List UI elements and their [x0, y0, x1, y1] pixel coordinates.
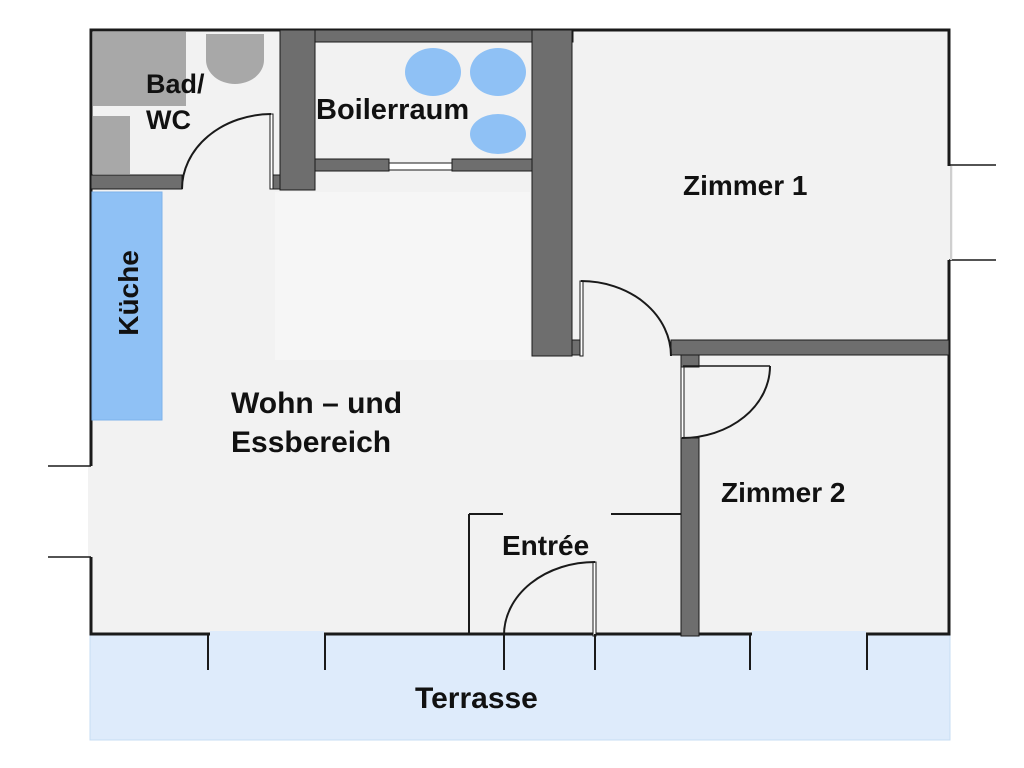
- toilet: [206, 34, 264, 84]
- zimmer2-door-leaf[interactable]: [680, 366, 685, 439]
- label-entree: Entrée: [502, 530, 589, 561]
- label-zimmer-2: Zimmer 2: [721, 477, 846, 508]
- terrace-area: [89, 633, 951, 741]
- wall-zimmer2-left: [680, 437, 700, 637]
- living-room-light-area: [275, 192, 530, 360]
- wall-boiler-bottom-right: [451, 158, 533, 172]
- zimmer1-door-leaf[interactable]: [579, 280, 584, 357]
- boiler-tank-1: [405, 48, 461, 96]
- bathtub: [93, 32, 186, 106]
- wall-bath-bottom: [90, 174, 183, 190]
- label-boilerraum: Boilerraum: [316, 94, 469, 126]
- zimmer1-door-swing: [580, 280, 672, 357]
- bath-door-leaf[interactable]: [269, 113, 274, 190]
- kitchen-counter: [91, 191, 163, 421]
- label-wc: WC: [146, 105, 191, 135]
- entrance-door-leaf[interactable]: [592, 561, 597, 637]
- entrance-door-swing: [503, 561, 596, 636]
- wall-bath-boiler: [279, 29, 316, 191]
- window-opening-left: [88, 466, 96, 557]
- wall-zimmer1-door-jamb: [571, 339, 581, 356]
- boiler-sliding-door: [388, 162, 453, 171]
- label-zimmer-1: Zimmer 1: [683, 170, 808, 201]
- boiler-tank-3: [470, 114, 526, 154]
- label-kueche: Küche: [113, 250, 144, 336]
- window-opening-right: [945, 166, 953, 260]
- label-bad: Bad/: [146, 69, 205, 99]
- wall-boiler-right: [531, 29, 573, 357]
- label-wohnbereich-line2: Essbereich: [231, 426, 391, 459]
- wall-boiler-bottom-left: [314, 158, 390, 172]
- terrace-opening-2: [752, 631, 866, 637]
- wall-boiler-top: [314, 29, 574, 43]
- label-wohnbereich-line1: Wohn – und: [231, 387, 402, 420]
- terrace-opening-1: [210, 631, 324, 637]
- wall-zimmer2-left-top: [680, 354, 700, 368]
- sink: [93, 116, 130, 174]
- boiler-tank-2: [470, 48, 526, 96]
- label-terrasse: Terrasse: [415, 682, 538, 715]
- zimmer2-door-swing: [681, 365, 771, 439]
- bath-door-swing: [181, 113, 272, 190]
- wall-zimmer-divider: [670, 339, 950, 356]
